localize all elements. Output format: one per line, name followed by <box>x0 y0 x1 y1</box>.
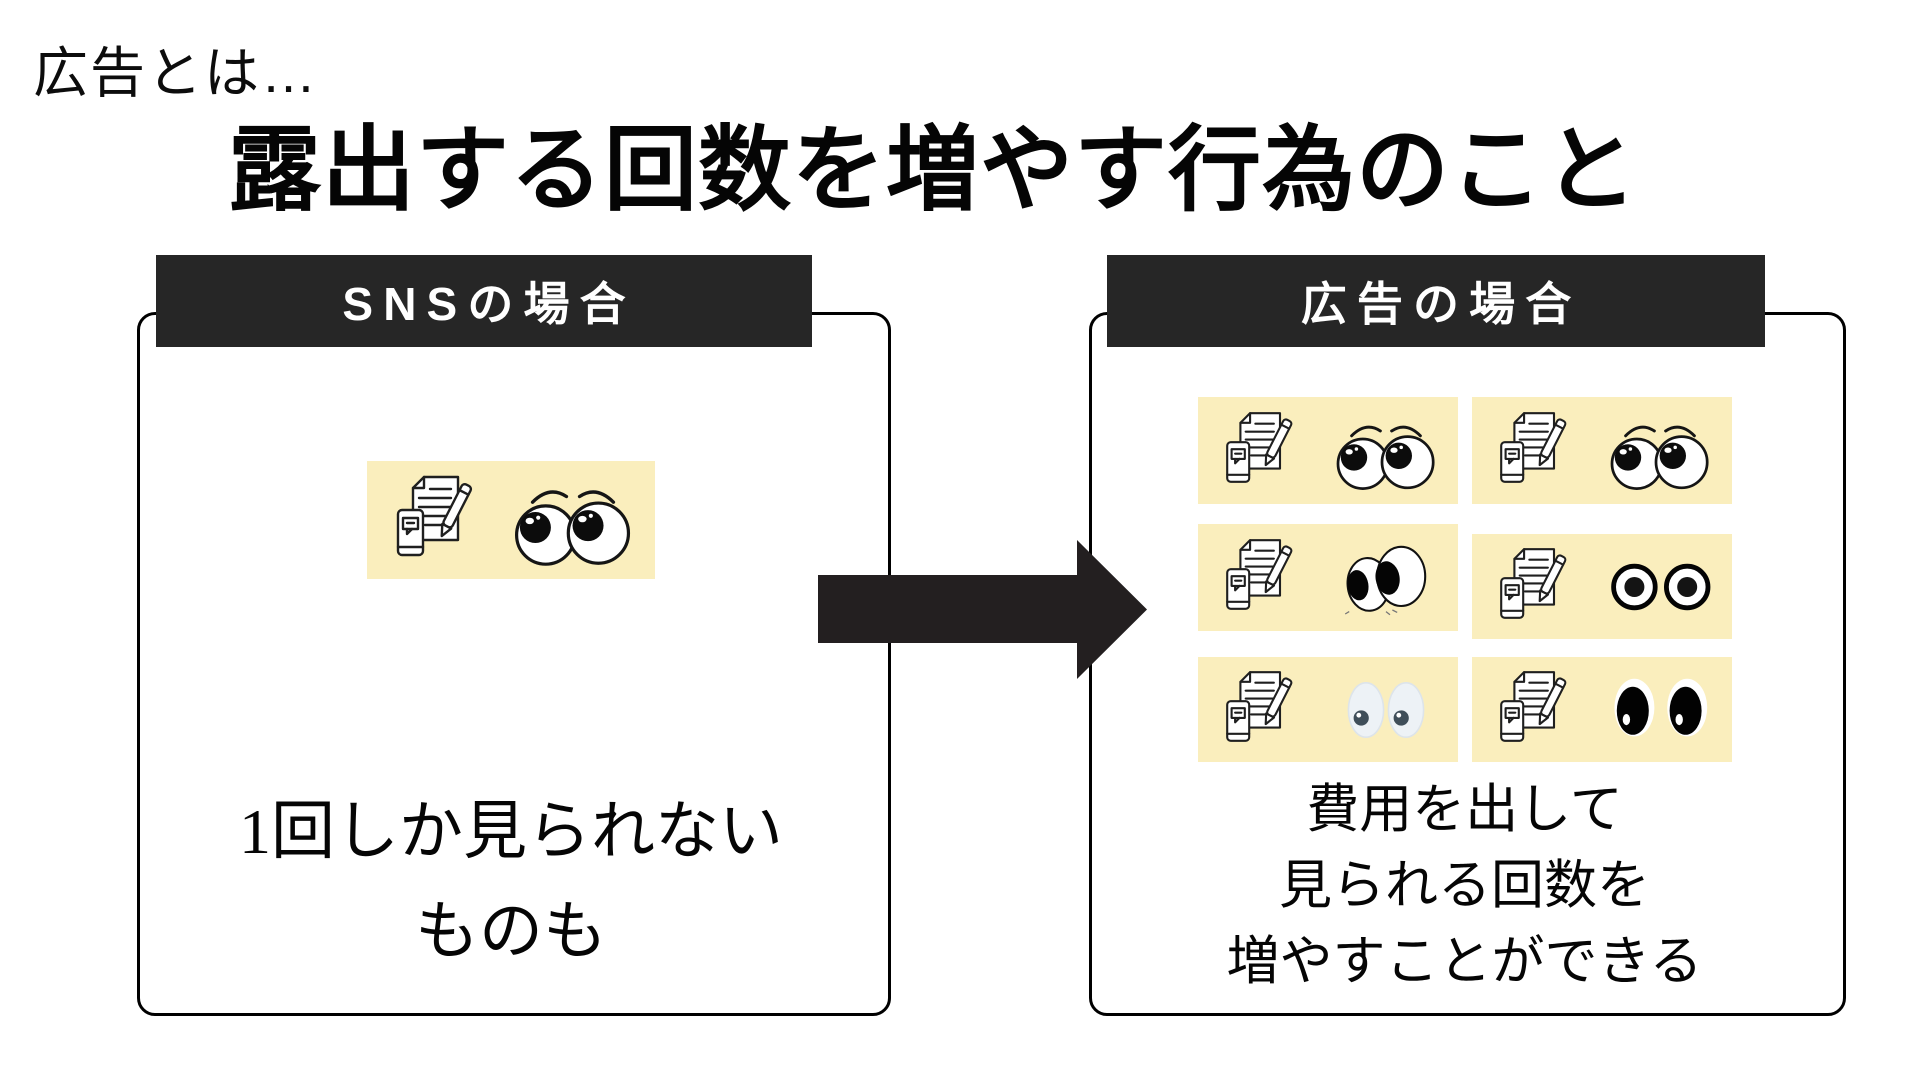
document-pen-phone-icon <box>1214 407 1302 495</box>
sns-caption-line: ものも <box>415 896 607 967</box>
eyes-dark-icon <box>1604 670 1716 750</box>
ad-impression-card <box>1198 657 1458 762</box>
ad-impression-card <box>1198 524 1458 631</box>
document-pen-phone-icon <box>1488 407 1576 495</box>
eyes-classic-icon <box>1604 411 1716 491</box>
ads-caption: 費用を出して 見られる回数を 増やすことができる <box>1092 772 1837 1000</box>
document-pen-phone-icon <box>383 470 483 570</box>
sns-caption: 1回しか見られない ものも <box>140 782 882 982</box>
eyes-classic-icon <box>1330 411 1442 491</box>
ads-caption-line: 費用を出して <box>1306 781 1623 839</box>
sns-caption-line: 1回しか見られない <box>239 796 783 867</box>
eyes-bullseye-icon <box>1604 547 1716 627</box>
eyes-classic-icon <box>507 473 639 567</box>
ad-impression-card <box>1472 657 1732 762</box>
sns-panel-header-label: SNSの場合 <box>342 278 636 330</box>
sns-panel <box>137 312 891 1016</box>
document-pen-phone-icon <box>1214 534 1302 622</box>
kicker-label: 広告とは… <box>33 42 319 104</box>
ad-impression-card <box>1472 534 1732 639</box>
document-pen-phone-icon <box>1214 666 1302 754</box>
sns-post-card <box>367 461 655 579</box>
sns-panel-header: SNSの場合 <box>156 255 812 347</box>
document-pen-phone-icon <box>1488 666 1576 754</box>
ads-caption-line: 増やすことができる <box>1226 933 1703 991</box>
ads-caption-line: 見られる回数を <box>1279 857 1650 915</box>
eyes-googly-icon <box>1330 538 1442 618</box>
ads-panel-header-label: 広告の場合 <box>1300 278 1582 330</box>
ad-impression-card <box>1198 397 1458 504</box>
eyes-pale-icon <box>1330 670 1442 750</box>
page-title: 露出する回数を増やす行為のこと <box>228 118 1638 222</box>
document-pen-phone-icon <box>1488 543 1576 631</box>
ads-panel-header: 広告の場合 <box>1107 255 1765 347</box>
ad-impression-card <box>1472 397 1732 504</box>
arrow-right-icon <box>818 540 1147 679</box>
